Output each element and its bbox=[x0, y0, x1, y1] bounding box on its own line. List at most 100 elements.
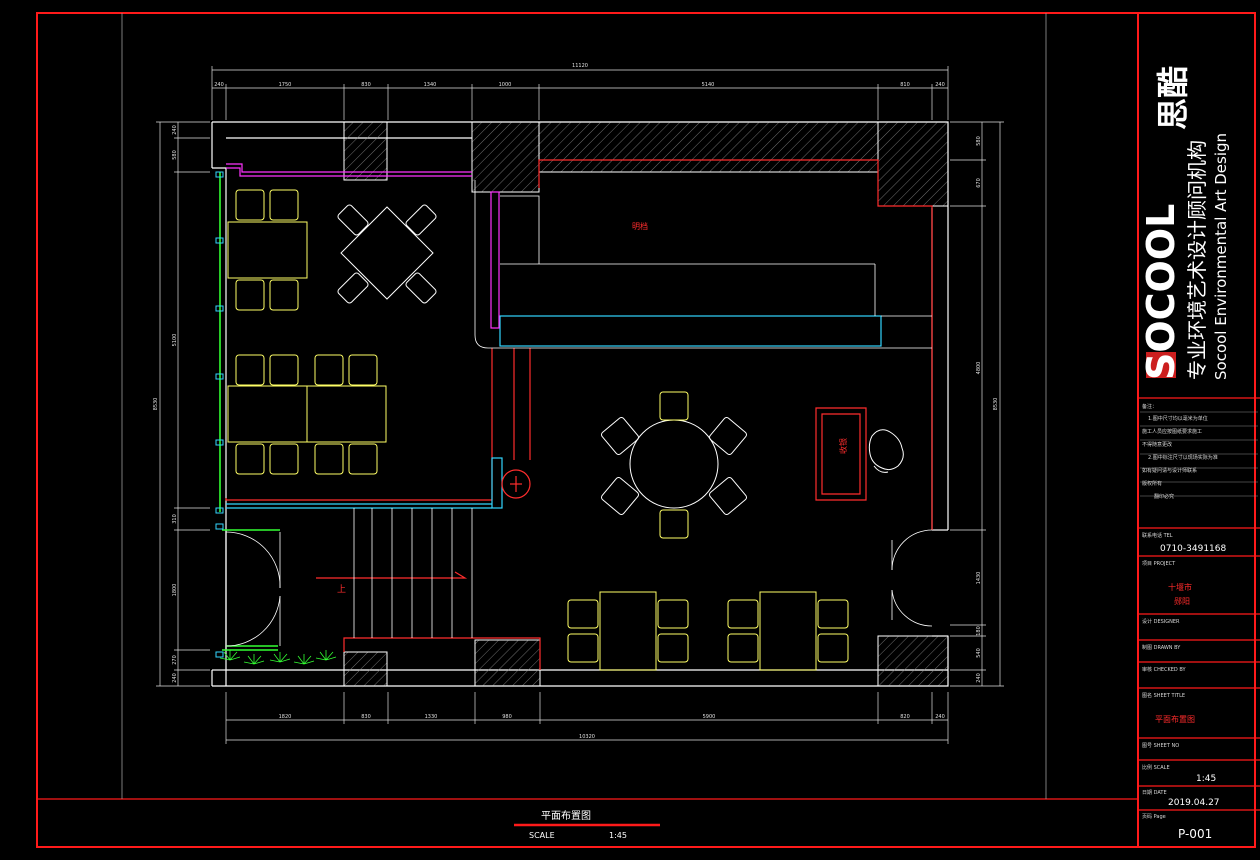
entrance-door-left bbox=[225, 531, 281, 647]
dim-left-1: 240 bbox=[172, 125, 178, 135]
checked-label: 审核 CHECKED BY bbox=[1142, 666, 1187, 673]
sheet-title: 平面布置图 bbox=[1155, 714, 1195, 724]
dim-top-2: 1750 bbox=[279, 82, 292, 88]
brand-latin: SOCOOL bbox=[1139, 204, 1183, 380]
tel-value: 0710-3491168 bbox=[1160, 544, 1227, 554]
partitions bbox=[225, 159, 933, 670]
walls bbox=[211, 121, 949, 687]
drawing-scale-value: 1:45 bbox=[609, 831, 627, 840]
dining-table-bottom-left bbox=[567, 591, 689, 671]
dim-top-7: 810 bbox=[900, 82, 910, 88]
dim-top-total: 11120 bbox=[572, 63, 588, 69]
brand-slogan-en: Socool Environmental Art Design bbox=[1212, 133, 1230, 380]
open-kitchen-outline bbox=[474, 180, 932, 349]
drawn-label: 制图 DRAWN BY bbox=[1142, 644, 1181, 651]
brand-logo: SOCOOL 思酷 专业环境艺术设计顾问机构 Socool Environmen… bbox=[1139, 66, 1230, 380]
dim-left-total: 8530 bbox=[153, 398, 159, 411]
note-3: 不得随意更改 bbox=[1142, 441, 1172, 448]
dim-top-5: 1000 bbox=[499, 82, 512, 88]
dim-bottom-6: 820 bbox=[900, 714, 910, 720]
dim-right-7: 240 bbox=[976, 673, 982, 683]
glass-facade bbox=[219, 172, 280, 651]
dim-right-total: 8530 bbox=[993, 398, 999, 411]
note-2: 施工人员应按图纸要求施工 bbox=[1142, 428, 1202, 435]
sheet-title-label: 图名 SHEET TITLE bbox=[1142, 692, 1185, 699]
column-cap bbox=[491, 457, 503, 509]
note-1: 1.图中尺寸均以毫米为单位 bbox=[1148, 415, 1208, 422]
dining-table-4seat-top bbox=[227, 189, 308, 311]
dim-left-6: 270 bbox=[172, 655, 178, 665]
dim-right-4: 1430 bbox=[976, 572, 982, 585]
dim-bottom-1: 1820 bbox=[279, 714, 292, 720]
dim-left-7: 240 bbox=[172, 673, 178, 683]
column-bottom-right bbox=[877, 635, 949, 687]
dining-table-diamond bbox=[337, 204, 437, 304]
dim-right-5: 180 bbox=[976, 626, 982, 636]
note-5: 如有疑问请与设计师联系 bbox=[1142, 467, 1197, 474]
dim-left-3: 5100 bbox=[172, 334, 178, 347]
counters bbox=[226, 315, 882, 509]
notes-header: 备注： bbox=[1142, 403, 1157, 410]
project-city: 十堰市 bbox=[1168, 582, 1192, 592]
dimension-lines bbox=[156, 66, 1004, 744]
dim-right-6: 540 bbox=[976, 648, 982, 658]
column-top-right bbox=[877, 121, 949, 207]
dining-table-bottom-right bbox=[727, 591, 849, 671]
tel-label: 联系电话 TEL bbox=[1142, 532, 1173, 539]
project-label: 项目 PROJECT bbox=[1142, 561, 1176, 567]
scale-label: 比例 SCALE bbox=[1142, 764, 1170, 771]
brand-cn: 思酷 bbox=[1154, 66, 1192, 130]
dim-top-6: 5140 bbox=[702, 82, 715, 88]
scale-value: 1:45 bbox=[1196, 774, 1216, 784]
dim-top-8: 240 bbox=[935, 82, 945, 88]
cashier-desk bbox=[815, 407, 867, 501]
dim-top-4: 1340 bbox=[424, 82, 437, 88]
fire-hydrant-symbol bbox=[501, 469, 531, 499]
entrance-door-right bbox=[891, 529, 933, 627]
designer-label: 设计 DESIGNER bbox=[1142, 618, 1180, 625]
staircase bbox=[353, 508, 473, 638]
page-label: 页码 Page bbox=[1142, 813, 1166, 820]
dim-bottom-2: 830 bbox=[361, 714, 371, 720]
date-value: 2019.04.27 bbox=[1168, 798, 1220, 808]
round-dining-table bbox=[601, 391, 747, 539]
dim-right-1: 580 bbox=[976, 136, 982, 146]
sheet-frame bbox=[36, 12, 1256, 848]
drawing-title: 平面布置图 bbox=[541, 810, 591, 822]
sheet-no-label: 图号 SHEET NO bbox=[1142, 743, 1179, 749]
dim-top-3: 830 bbox=[361, 82, 371, 88]
open-kitchen-label: 明档 bbox=[632, 221, 648, 231]
dim-top-1: 240 bbox=[214, 82, 224, 88]
dim-bottom-4: 980 bbox=[502, 714, 512, 720]
brand-slogan-cn: 专业环境艺术设计顾问机构 bbox=[1185, 140, 1209, 380]
cashier-chair bbox=[868, 429, 904, 473]
dim-left-5: 1800 bbox=[172, 584, 178, 597]
display-shelf bbox=[226, 163, 500, 329]
dim-bottom-7: 240 bbox=[935, 714, 945, 720]
project-name: 郧阳 bbox=[1174, 597, 1190, 606]
dimension-texts: 11120 240 1750 830 1340 1000 5140 810 24… bbox=[153, 63, 999, 740]
column-top-left bbox=[343, 121, 388, 181]
column-top-band bbox=[538, 121, 879, 173]
glass-mullions bbox=[215, 171, 224, 658]
stair-label: 上 bbox=[337, 584, 346, 595]
dim-left-4: 310 bbox=[172, 514, 178, 524]
column-top-mid bbox=[471, 121, 540, 193]
note-6: 版权所有 bbox=[1142, 480, 1162, 487]
column-bottom-left bbox=[343, 651, 388, 687]
dim-left-2: 580 bbox=[172, 150, 178, 160]
dim-bottom-3: 1330 bbox=[425, 714, 438, 720]
drawing-scale-label: SCALE bbox=[529, 831, 555, 840]
title-block: SOCOOL 思酷 专业环境艺术设计顾问机构 Socool Environmen… bbox=[1138, 66, 1260, 841]
dim-right-3: 4800 bbox=[976, 362, 982, 375]
dining-table-8seat-long bbox=[227, 354, 387, 475]
page-value: P-001 bbox=[1178, 827, 1212, 841]
bar-counter bbox=[499, 315, 882, 347]
structural-columns bbox=[343, 121, 949, 687]
dim-bottom-total: 10320 bbox=[579, 734, 595, 740]
column-bottom-mid bbox=[474, 639, 541, 687]
note-7: 翻印必究 bbox=[1154, 493, 1174, 500]
cashier-label: 收银 bbox=[838, 438, 848, 454]
note-4: 2.图中标注尺寸以现场实际为准 bbox=[1148, 454, 1218, 461]
